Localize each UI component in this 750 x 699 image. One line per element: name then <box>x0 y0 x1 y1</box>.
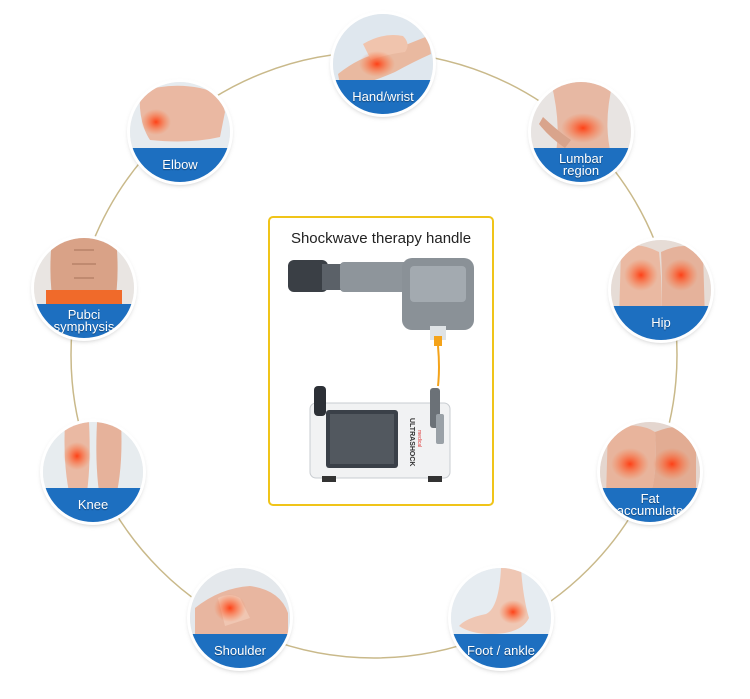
lumbar-region-label: Lumbar region <box>558 151 604 178</box>
node-hand-wrist: Hand/wrist <box>333 14 433 114</box>
node-lumbar-region: Lumbar region <box>531 82 631 182</box>
node-knee: Knee <box>43 422 143 522</box>
elbow-label: Elbow <box>162 157 198 172</box>
therapy-console: ULTRASHOCK medical <box>309 386 451 482</box>
center-device-panel: Shockwave therapy handle ULTRASHOCK medi… <box>268 216 494 506</box>
shoulder-label: Shoulder <box>213 643 267 658</box>
foot-ankle-label: Foot / ankle <box>467 643 535 658</box>
knee-label: Knee <box>77 497 109 512</box>
therapy-handle <box>288 258 474 346</box>
device-illustration: ULTRASHOCK medical <box>288 258 474 482</box>
node-shoulder: Shoulder <box>190 568 290 668</box>
device-brand-text: ULTRASHOCK <box>408 418 415 466</box>
fat-accumulate-label: Fat accumulate <box>616 491 684 518</box>
node-elbow: Elbow <box>130 82 230 182</box>
node-hip: Hip <box>611 240 711 340</box>
hip-label: Hip <box>651 315 671 330</box>
node-fat-accumulate: Fat accumulate <box>600 422 700 522</box>
device-sub-text: medical <box>416 430 422 447</box>
hand-wrist-label: Hand/wrist <box>352 89 414 104</box>
pubci-symphysis-label: Pubci symphysis <box>53 307 115 334</box>
shoulder-image <box>190 568 290 668</box>
node-foot-ankle: Foot / ankle <box>451 568 551 668</box>
node-pubci-symphysis: Pubci symphysis <box>34 238 134 338</box>
center-title: Shockwave therapy handle <box>290 230 472 247</box>
handle-cable <box>437 345 440 387</box>
